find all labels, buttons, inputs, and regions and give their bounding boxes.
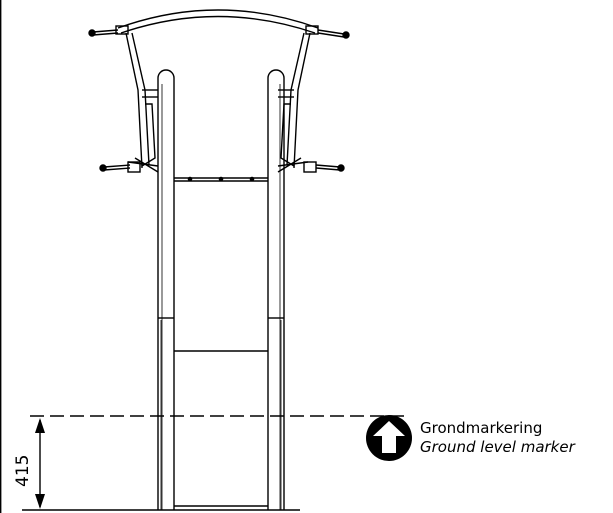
right-side-bracket [277,32,311,173]
left-upright-post [157,69,175,510]
up-arrow-circle-icon [366,415,412,461]
ground-marker-label-dutch: Grondmarkering [420,419,543,437]
top-right-bolt-icon [317,29,350,39]
right-upright-post [267,69,285,510]
dimension-value: 415 [13,455,33,487]
dimension-line [35,418,45,509]
upper-crossbar [174,176,268,182]
lower-left-bolt-icon [99,161,141,173]
lower-right-bolt-icon [303,161,345,173]
ground-marker-label-english: Ground level marker [420,438,575,456]
canopy-arch [115,9,319,35]
left-side-bracket [125,32,159,173]
top-left-bolt-icon [88,29,119,37]
